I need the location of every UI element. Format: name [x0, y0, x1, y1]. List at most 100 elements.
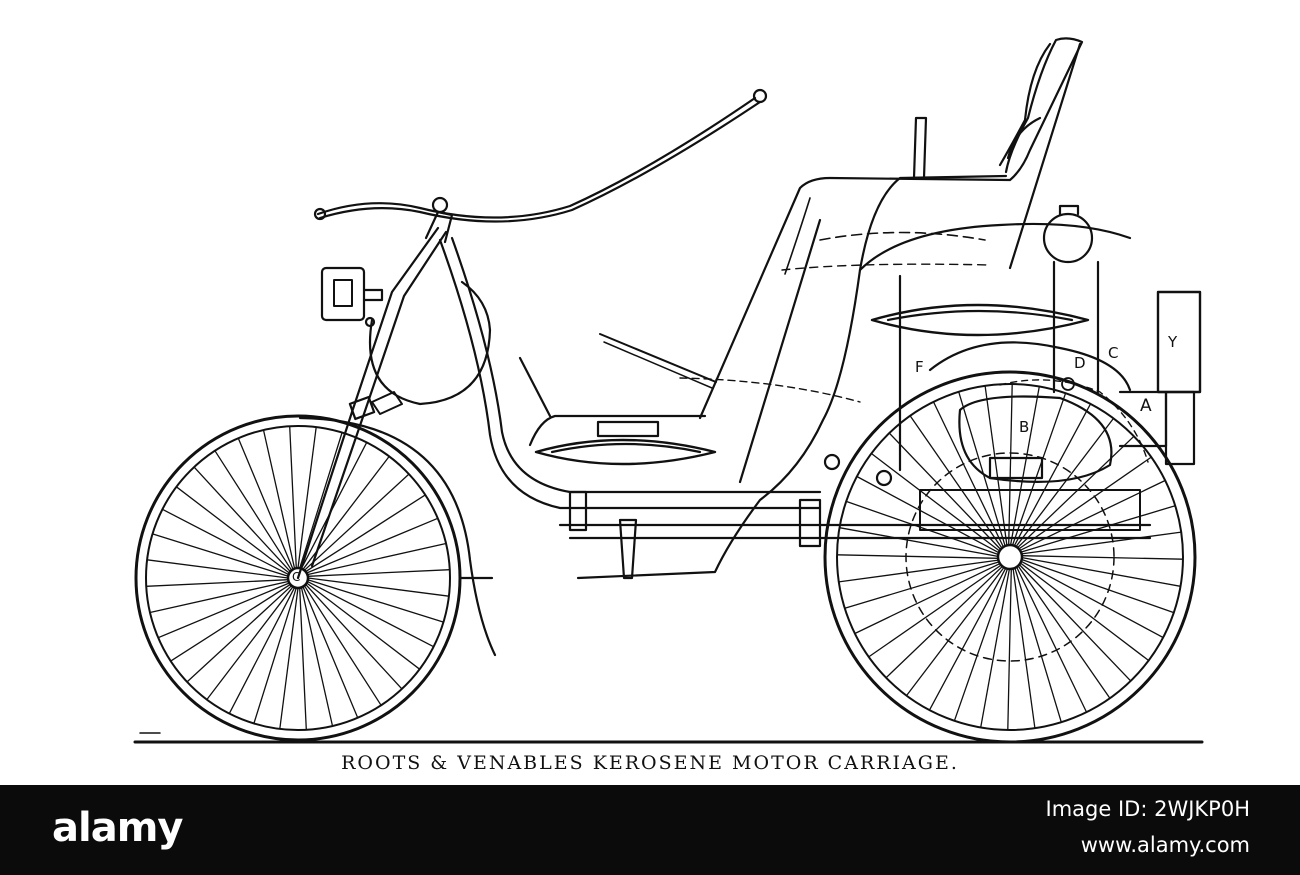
wheel-spoke [1017, 565, 1111, 699]
front-mudguard [298, 416, 497, 657]
wheel-spoke [193, 466, 291, 573]
wheel-spoke [1018, 564, 1132, 682]
label-y: Y [1168, 333, 1178, 351]
label-f: F [915, 358, 924, 376]
wheel-spoke [253, 587, 297, 724]
wheel-spoke [279, 587, 299, 729]
label-c: C [1108, 344, 1119, 362]
wheel-spoke [1018, 456, 1152, 550]
wheel-spoke [186, 585, 293, 683]
wheel-spoke [237, 437, 294, 570]
label-a: A [1140, 396, 1152, 416]
wheel-spoke [838, 559, 999, 583]
wheel-spoke [1020, 562, 1149, 662]
watermark-footer: alamy Image ID: 2WJKP0H www.alamy.com [0, 785, 1300, 875]
front-spring [534, 420, 717, 466]
wheel-spoke [844, 561, 1000, 609]
wheel-spoke [1019, 479, 1166, 551]
wheel-spoke [854, 563, 1001, 635]
wheel-spoke [1021, 558, 1175, 614]
wheel-spoke [1011, 392, 1067, 546]
wheel-spoke [289, 426, 297, 569]
main-frame [438, 238, 822, 510]
wheel-spoke [297, 427, 317, 569]
wheel-spoke [162, 508, 289, 576]
figure-caption: ROOTS & VENABLES KEROSENE MOTOR CARRIAGE… [341, 752, 959, 774]
wheel-spoke [1017, 435, 1135, 549]
wheel-spoke [836, 554, 999, 559]
wheel-spoke [1021, 556, 1181, 587]
wheel-spoke [302, 456, 390, 570]
wheel-spoke [928, 567, 1007, 711]
wheel-spoke [307, 577, 449, 597]
engine [898, 204, 1141, 531]
front-wheel-spokes [146, 426, 450, 730]
wheel-spoke [871, 452, 1000, 552]
wheel-spoke [1008, 383, 1013, 546]
wheel-spoke [300, 587, 334, 727]
wheel-spoke [1007, 568, 1012, 731]
wheel-spoke [1021, 555, 1184, 560]
rear-wheel-spokes [836, 383, 1184, 731]
wheel-spoke [307, 542, 447, 576]
wheel-spoke [905, 567, 1005, 696]
label-b: B [1019, 418, 1030, 436]
wheel-spoke [303, 585, 382, 706]
wheel-spoke [1013, 403, 1092, 547]
wheel-spoke [307, 580, 434, 648]
wheel-spoke [909, 415, 1003, 549]
carriage-illustration: Y C D F A B C ROOTS & VENABLES KEROSENE … [133, 37, 1204, 774]
wheel-spoke [176, 486, 290, 574]
wheel-spoke [888, 432, 1002, 550]
wheel-spoke [953, 568, 1009, 722]
wheel-spoke [307, 569, 450, 577]
wheel-spoke [1009, 386, 1040, 546]
wheel-spoke [1021, 531, 1182, 555]
wheel-spoke [305, 494, 426, 573]
carriage-body [698, 37, 1084, 420]
wheel-spoke [856, 475, 1000, 554]
wheel-spoke [980, 568, 1011, 728]
wheel-spoke [1015, 418, 1115, 547]
wheel-spoke [146, 579, 289, 587]
wheel-spoke [1012, 568, 1036, 729]
control-lever [912, 116, 928, 180]
wheel-spoke [299, 432, 343, 569]
wheel-spoke [152, 533, 289, 577]
rear-wheel [823, 370, 1197, 744]
wheel-spoke [214, 450, 293, 571]
fuel-tank [1156, 290, 1202, 394]
brand-logo: alamy [52, 805, 183, 851]
wheel-spoke [868, 564, 1002, 658]
wheel-spoke [299, 587, 307, 730]
wheel-spoke [306, 517, 439, 574]
wheel-spoke [1014, 567, 1062, 723]
headlamp [320, 266, 384, 328]
wheel-spoke [157, 582, 290, 639]
wheel-spoke [306, 582, 420, 670]
wheel-spoke [206, 586, 294, 700]
wheel-spoke [839, 527, 999, 558]
wheel-spoke [149, 580, 289, 614]
wheel-spoke [885, 565, 1003, 679]
wheel-spoke [1020, 505, 1176, 553]
wheel-spoke [1016, 566, 1088, 713]
site-url: www.alamy.com [1080, 833, 1250, 857]
label-hub-c: C [292, 570, 301, 584]
image-id: Image ID: 2WJKP0H [1045, 797, 1250, 821]
wheel-spoke [307, 579, 444, 623]
wheel-spoke [303, 473, 410, 571]
rear-spring [870, 303, 1090, 337]
wheel-spoke [300, 442, 368, 569]
wheel-spoke [932, 401, 1004, 548]
wheel-spoke [984, 385, 1008, 546]
wheel-spoke [958, 391, 1006, 547]
seat-back [998, 42, 1052, 167]
tiller [316, 96, 757, 219]
carriage-drawing [133, 37, 1204, 744]
front-fork [296, 226, 440, 580]
wheel-spoke [302, 586, 359, 719]
label-d: D [1074, 354, 1086, 372]
wheel-spoke [228, 587, 296, 714]
wheel-spoke [147, 559, 289, 579]
